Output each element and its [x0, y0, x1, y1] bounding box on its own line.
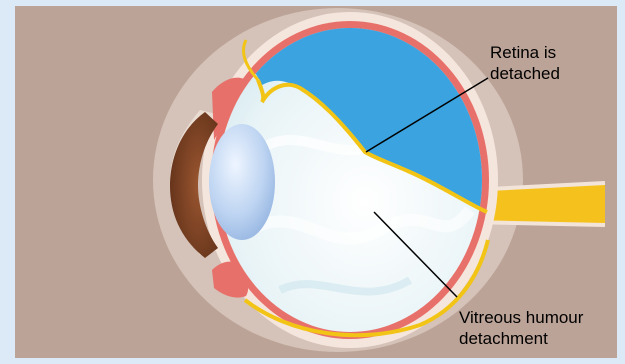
vitreous-detachment-label: Vitreous humour detachment [459, 307, 619, 349]
lens [209, 124, 275, 240]
retina-detached-label: Retina is detached [490, 42, 610, 84]
